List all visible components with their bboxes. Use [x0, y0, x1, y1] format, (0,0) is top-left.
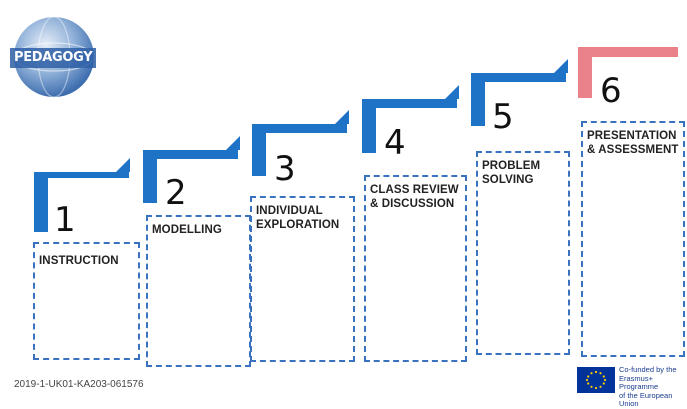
step-1-number: 1	[54, 200, 76, 240]
step-6-box: PRESENTATION & ASSESSMENT	[581, 121, 685, 357]
globe-logo-icon: PEDAGOGY	[8, 14, 96, 100]
step-3-shape	[252, 110, 349, 176]
step-1-box: INSTRUCTION	[33, 242, 140, 360]
step-3-number: 3	[274, 149, 296, 189]
step-1-shape	[34, 158, 130, 232]
step-2-label: MODELLING	[152, 224, 222, 236]
step-1-label: INSTRUCTION	[39, 255, 119, 267]
step-6-number: 6	[600, 71, 622, 111]
step-4-number: 4	[384, 123, 406, 163]
eu-cofunded-text: Co-funded by the Erasmus+ Programme of t…	[619, 365, 677, 408]
steps-graphic	[34, 47, 678, 232]
pedagogy-steps-diagram: PEDAGOGY	[8, 14, 687, 408]
step-6-shape	[578, 47, 678, 98]
step-5-label: PROBLEM SOLVING	[482, 160, 541, 186]
step-4-label: CLASS REVIEW & DISCUSSION	[370, 184, 459, 210]
step-5-number: 5	[492, 97, 514, 137]
step-2-box: MODELLING	[146, 215, 251, 367]
project-code: 2019-1-UK01-KA203-061576	[14, 379, 144, 390]
eu-flag-icon	[577, 367, 615, 393]
step-6-label: PRESENTATION & ASSESSMENT	[587, 130, 679, 156]
step-4-box: CLASS REVIEW & DISCUSSION	[364, 175, 467, 362]
eu-cofunded-badge: Co-funded by the Erasmus+ Programme of t…	[577, 365, 687, 408]
step-5-shape	[471, 59, 568, 126]
step-2-number: 2	[165, 173, 187, 213]
step-3-label: INDIVIDUAL EXPLORATION	[256, 205, 340, 231]
step-2-shape	[143, 136, 240, 203]
logo-text: PEDAGOGY	[14, 50, 93, 65]
step-5-box: PROBLEM SOLVING	[476, 151, 570, 355]
step-3-box: INDIVIDUAL EXPLORATION	[250, 196, 355, 362]
step-4-shape	[362, 85, 459, 153]
